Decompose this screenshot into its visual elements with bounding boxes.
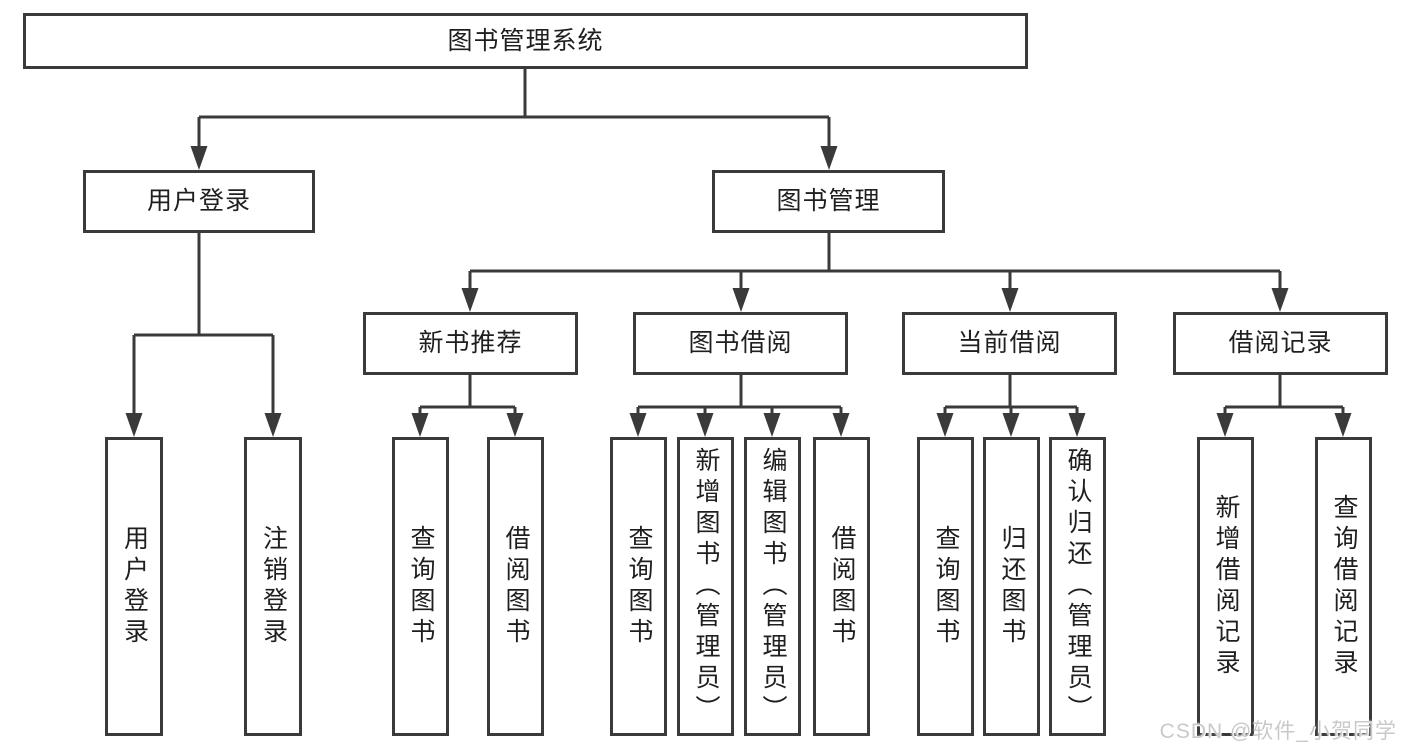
- arrowhead: [1068, 413, 1086, 437]
- arrowhead: [1001, 288, 1019, 312]
- node-user-login: 用户登录: [83, 170, 315, 233]
- leaf-borrow-edit-books-admin: 编辑图书（管理员）: [744, 437, 801, 736]
- arrowhead: [936, 413, 954, 437]
- leaf-borrow-query-books: 查询图书: [610, 437, 667, 736]
- leaf-borrow-add-books-admin: 新增图书（管理员）: [677, 437, 734, 736]
- arrowhead: [190, 146, 208, 170]
- arrowhead: [1216, 413, 1234, 437]
- connector-user-login-children: [125, 233, 282, 437]
- node-book-borrow: 图书借阅: [633, 312, 848, 375]
- leaf-user-login: 用户登录: [105, 437, 163, 736]
- node-new-book-recommend: 新书推荐: [363, 312, 578, 375]
- leaf-borrow-borrow-books: 借阅图书: [813, 437, 870, 736]
- arrowhead: [696, 413, 714, 437]
- connector-book-borrow-children: [629, 375, 850, 437]
- connector-borrow-records-children: [1216, 375, 1352, 437]
- leaf-newbooks-query-books: 查询图书: [392, 437, 449, 736]
- connector-current-borrow-children: [936, 375, 1086, 437]
- node-current-borrow: 当前借阅: [902, 312, 1117, 375]
- csdn-watermark: CSDN @软件_小贺同学: [1159, 720, 1397, 743]
- leaf-current-return-books: 归还图书: [983, 437, 1040, 736]
- arrowhead: [820, 146, 838, 170]
- connector-book-management-children: [461, 233, 1289, 312]
- arrowhead: [832, 413, 850, 437]
- arrowhead: [506, 413, 524, 437]
- node-root-system: 图书管理系统: [23, 13, 1028, 69]
- connector-root-to-level2: [190, 69, 838, 170]
- leaf-records-query-borrow-record: 查询借阅记录: [1315, 437, 1372, 736]
- arrowhead: [411, 413, 429, 437]
- node-book-management: 图书管理: [712, 170, 945, 233]
- leaf-logout: 注销登录: [244, 437, 302, 736]
- arrowhead: [264, 413, 282, 437]
- arrowhead: [125, 413, 143, 437]
- node-borrow-records: 借阅记录: [1173, 312, 1388, 375]
- arrowhead: [1002, 413, 1020, 437]
- arrowhead: [1271, 288, 1289, 312]
- leaf-current-query-books: 查询图书: [917, 437, 974, 736]
- arrowhead: [763, 413, 781, 437]
- leaf-current-confirm-return-admin: 确认归还（管理员）: [1049, 437, 1106, 736]
- arrowhead: [1334, 413, 1352, 437]
- leaf-records-add-borrow-record: 新增借阅记录: [1197, 437, 1254, 736]
- leaf-newbooks-borrow-books: 借阅图书: [487, 437, 544, 736]
- arrowhead: [461, 288, 479, 312]
- connector-new-book-recommend-children: [411, 375, 524, 437]
- arrowhead: [732, 288, 750, 312]
- arrowhead: [629, 413, 647, 437]
